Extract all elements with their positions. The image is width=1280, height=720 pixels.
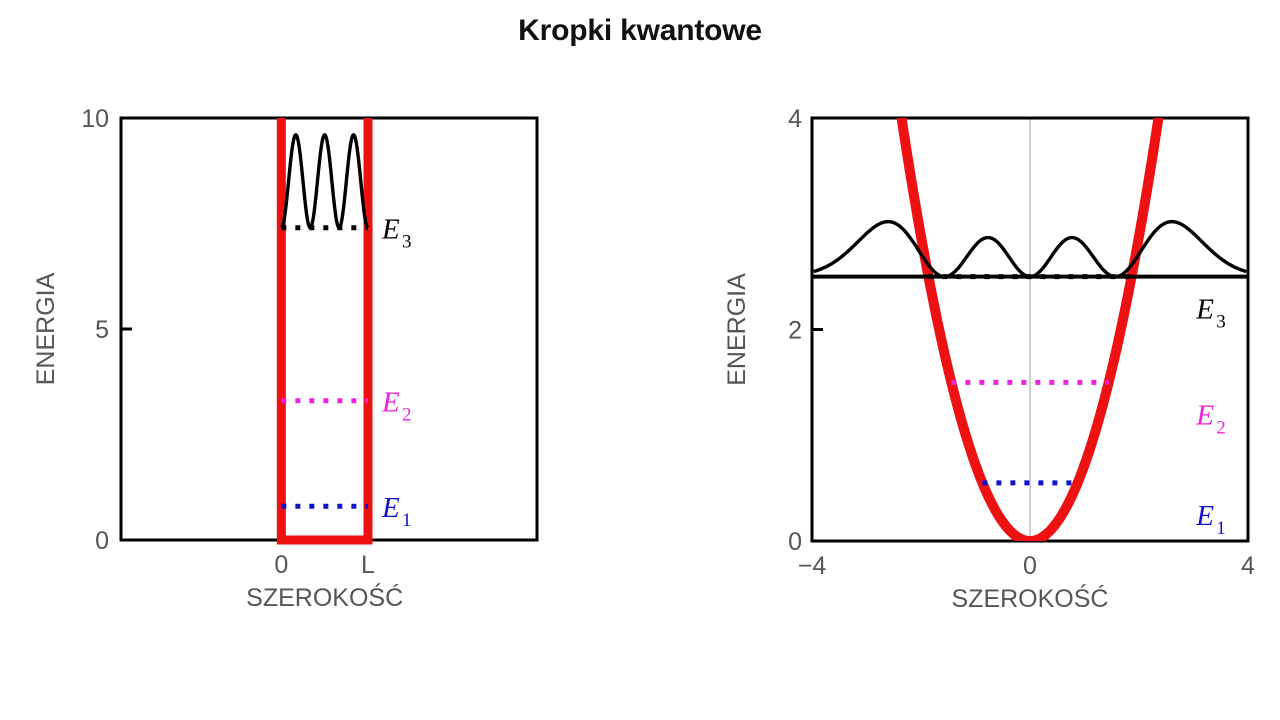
y-tick-label: 0 (95, 527, 109, 555)
energy-level-sublabel-E2: 2 (1216, 417, 1226, 438)
energy-level-sublabel-E2: 2 (402, 405, 412, 426)
wavefunction-curve-E3 (813, 219, 1247, 279)
y-tick-label: 10 (81, 105, 109, 133)
x-tick-label: −4 (798, 552, 827, 580)
potential-well-curve (896, 118, 1164, 541)
y-axis-title: ENERGIA (32, 272, 60, 385)
energy-level-sublabel-E1: 1 (1216, 518, 1226, 539)
page-title: Kropki kwantowe (518, 14, 762, 47)
potential-well-curve (276, 118, 373, 545)
energy-level-label-E2: E (1195, 399, 1214, 431)
energy-level-label-E1: E (1195, 500, 1214, 532)
energy-level-label-E3: E (1195, 294, 1214, 326)
energy-level-sublabel-E1: 1 (402, 510, 412, 531)
energy-level-label-E2: E (381, 387, 400, 419)
wavefunction-curve-E3 (279, 133, 370, 230)
energy-level-sublabel-E3: 3 (1216, 312, 1226, 333)
x-tick-label: L (361, 551, 375, 579)
y-tick-label: 4 (788, 105, 802, 133)
y-tick-label: 0 (788, 528, 802, 556)
x-axis-title: SZEROKOŚĆ (952, 583, 1109, 613)
y-axis-title: ENERGIA (723, 273, 751, 386)
x-axis-title: SZEROKOŚĆ (246, 582, 403, 612)
x-tick-label: 0 (1023, 552, 1037, 580)
energy-level-label-E3: E (381, 214, 400, 246)
y-tick-label: 5 (95, 316, 109, 344)
x-tick-label: 0 (274, 551, 288, 579)
y-tick-label: 2 (788, 317, 802, 345)
plot-frame (119, 116, 539, 542)
energy-level-label-E1: E (381, 492, 400, 524)
x-tick-label: 4 (1241, 552, 1255, 580)
energy-level-sublabel-E3: 3 (402, 232, 412, 253)
